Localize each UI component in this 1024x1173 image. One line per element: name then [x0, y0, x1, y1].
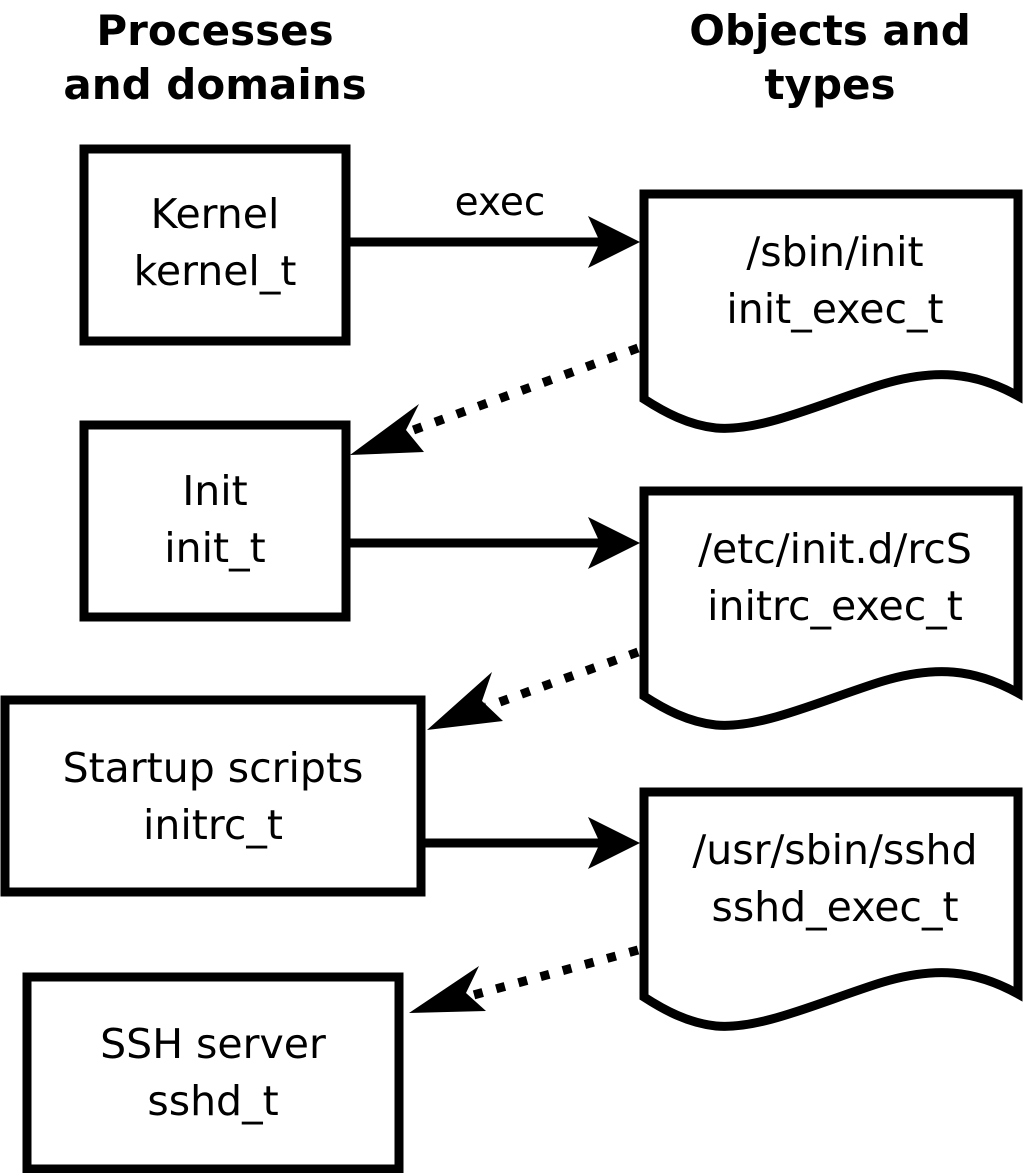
edge-line — [484, 647, 640, 712]
edge-init-exec-to-init — [350, 343, 640, 455]
process-node-init[interactable]: Init init_t — [79, 420, 351, 622]
edge-line — [468, 945, 640, 1001]
node-box — [0, 695, 426, 897]
document-shape — [639, 189, 1023, 433]
node-box — [79, 420, 351, 622]
object-node-sshd-exec-line2: sshd_exec_t — [711, 883, 958, 931]
edge-sshd-exec-to-sshd — [409, 945, 640, 1013]
arrowhead-icon — [350, 404, 424, 455]
process-node-kernel[interactable]: Kernel kernel_t — [79, 144, 351, 346]
process-node-initrc-line1: Startup scripts — [63, 744, 364, 792]
edge-initrc-exec-to-initrc — [427, 647, 640, 730]
document-shape — [639, 486, 1023, 730]
object-node-initrc-exec-line1: /etc/init.d/rcS — [698, 525, 972, 573]
column-title-processes-line1: Processes — [96, 6, 333, 55]
edge-initrc-to-sshd-exec — [425, 817, 640, 869]
process-node-kernel-line1: Kernel — [151, 190, 280, 238]
node-box — [22, 972, 404, 1173]
process-node-init-line1: Init — [182, 467, 248, 515]
edge-label-exec: exec — [455, 180, 546, 225]
process-node-kernel-line2: kernel_t — [134, 247, 297, 295]
object-node-init-exec-line1: /sbin/init — [746, 228, 923, 276]
process-node-sshd[interactable]: SSH server sshd_t — [22, 972, 404, 1173]
object-node-sshd-exec-line1: /usr/sbin/sshd — [692, 826, 977, 874]
process-node-initrc-line2: initrc_t — [143, 801, 283, 849]
document-shape — [639, 787, 1023, 1031]
object-node-init-exec-line2: init_exec_t — [726, 285, 943, 333]
node-box — [79, 144, 351, 346]
edge-line — [406, 343, 640, 437]
column-title-objects-line1: Objects and — [689, 6, 971, 55]
process-node-sshd-line2: sshd_t — [147, 1077, 278, 1125]
edge-kernel-to-init-exec: exec — [350, 180, 640, 268]
process-node-sshd-line1: SSH server — [100, 1020, 326, 1068]
edge-init-to-initrc-exec — [350, 517, 640, 569]
arrowhead-icon — [409, 966, 486, 1013]
object-node-sshd-exec[interactable]: /usr/sbin/sshd sshd_exec_t — [639, 787, 1023, 1031]
arrowhead-icon — [427, 672, 503, 730]
column-title-processes-line2: and domains — [63, 60, 366, 109]
column-title-objects: Objects and types — [689, 6, 971, 109]
arrowhead-icon — [588, 817, 640, 869]
arrowhead-icon — [588, 517, 640, 569]
object-node-initrc-exec[interactable]: /etc/init.d/rcS initrc_exec_t — [639, 486, 1023, 730]
object-node-initrc-exec-line2: initrc_exec_t — [707, 582, 963, 630]
process-node-initrc[interactable]: Startup scripts initrc_t — [0, 695, 426, 897]
arrowhead-icon — [588, 216, 640, 268]
column-title-processes: Processes and domains — [63, 6, 366, 109]
column-title-objects-line2: types — [764, 60, 895, 109]
process-node-init-line2: init_t — [164, 524, 265, 572]
object-node-init-exec[interactable]: /sbin/init init_exec_t — [639, 189, 1023, 433]
